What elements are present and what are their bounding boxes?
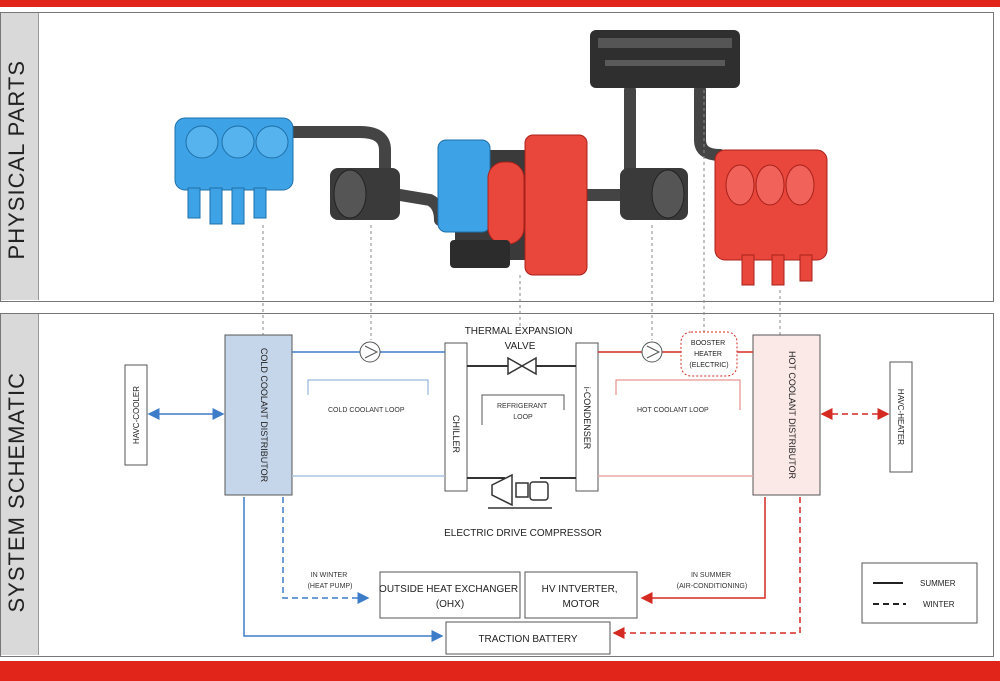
- bottom-accent-bar: [0, 661, 1000, 681]
- ohx-box: [379, 571, 521, 619]
- hv-inverter-box: [524, 571, 638, 619]
- chiller-box: [444, 342, 468, 492]
- thermal-expansion-valve-label: THERMAL EXPANSION VALVE: [465, 326, 576, 352]
- cold-pump-symbol: [359, 341, 381, 363]
- booster-heater-label: BOOSTER HEATER (ELECTRIC): [689, 340, 728, 369]
- cold-loop-lines: [147, 351, 445, 642]
- compressor-label: ELECTRIC DRIVE COMPRESSOR: [444, 528, 602, 539]
- hot-coolant-distributor-label: HOT COOLANT DISTRIBUTOR: [787, 351, 797, 480]
- hot-loop-lines: [598, 351, 890, 639]
- top-accent-bar: [0, 0, 1000, 7]
- cold-coolant-loop-label: COLD COOLANT LOOP: [328, 407, 405, 414]
- in-summer-label: IN SUMMER (AIR-CONDITIONING): [677, 572, 747, 590]
- refrigerant-loop-lines: [467, 365, 576, 479]
- traction-battery-box: [445, 621, 611, 655]
- leader-lines: [262, 90, 781, 340]
- hot-loop-pump-part: [620, 168, 688, 220]
- ohx-label: OUTSIDE HEAT EXCHANGER (OHX): [379, 584, 521, 610]
- cold-loop-pump-part: [330, 168, 400, 220]
- expansion-valve-symbol: [507, 356, 537, 376]
- havc-heater-label: HAVC-HEATER: [896, 389, 905, 445]
- refrigerant-loop-label: REFRIGERANT LOOP: [497, 403, 549, 421]
- hot-coolant-distributor-part: [714, 149, 828, 286]
- havc-heater-box: [889, 361, 913, 473]
- compressor-symbol: [488, 473, 552, 509]
- booster-heater-part: [590, 30, 740, 88]
- refrigerant-module-part: [437, 134, 588, 276]
- hot-coolant-loop-label: HOT COOLANT LOOP: [637, 407, 709, 414]
- cold-coolant-distributor-part: [174, 117, 294, 225]
- legend-summer-label: SUMMER: [920, 579, 956, 588]
- system-schematic-sidebar: [1, 314, 39, 655]
- legend: SUMMER WINTER: [861, 562, 978, 624]
- i-condenser-box: [575, 342, 599, 492]
- cold-coolant-distributor-box: [224, 334, 293, 496]
- traction-battery-label: TRACTION BATTERY: [478, 634, 577, 645]
- havc-cooler-label: HAVC-COOLER: [132, 386, 141, 444]
- i-condenser-label: i-CONDENSER: [582, 387, 592, 450]
- physical-parts-sidebar: [1, 13, 39, 300]
- cold-coolant-distributor-label: COLD COOLANT DISTRIBUTOR: [259, 348, 269, 483]
- legend-winter-label: WINTER: [923, 600, 955, 609]
- hot-pump-symbol: [641, 341, 663, 363]
- hv-inverter-label: HV INTVERTER, MOTOR: [542, 584, 621, 610]
- cold-pump-arrow: [364, 345, 379, 359]
- hot-pump-arrow: [646, 345, 661, 359]
- booster-heater-box: [680, 331, 738, 377]
- in-winter-label: IN WINTER (HEAT PUMP): [308, 572, 353, 590]
- hot-coolant-distributor-box: [752, 334, 821, 496]
- chiller-label: CHILLER: [451, 415, 461, 454]
- havc-cooler-box: [124, 364, 148, 466]
